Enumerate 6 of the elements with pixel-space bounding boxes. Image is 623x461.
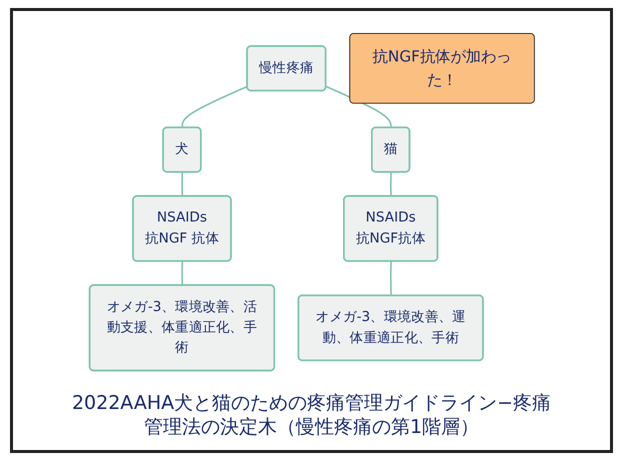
connector [390, 172, 392, 196]
connector [180, 172, 183, 196]
caption: 2022AAHA犬と猫のための疼痛管理ガイドライン−疼痛管理法の決定木（慢性疼痛の第1階層） [72, 390, 552, 440]
connector [390, 261, 392, 296]
connector [180, 261, 183, 286]
connector [180, 86, 248, 128]
